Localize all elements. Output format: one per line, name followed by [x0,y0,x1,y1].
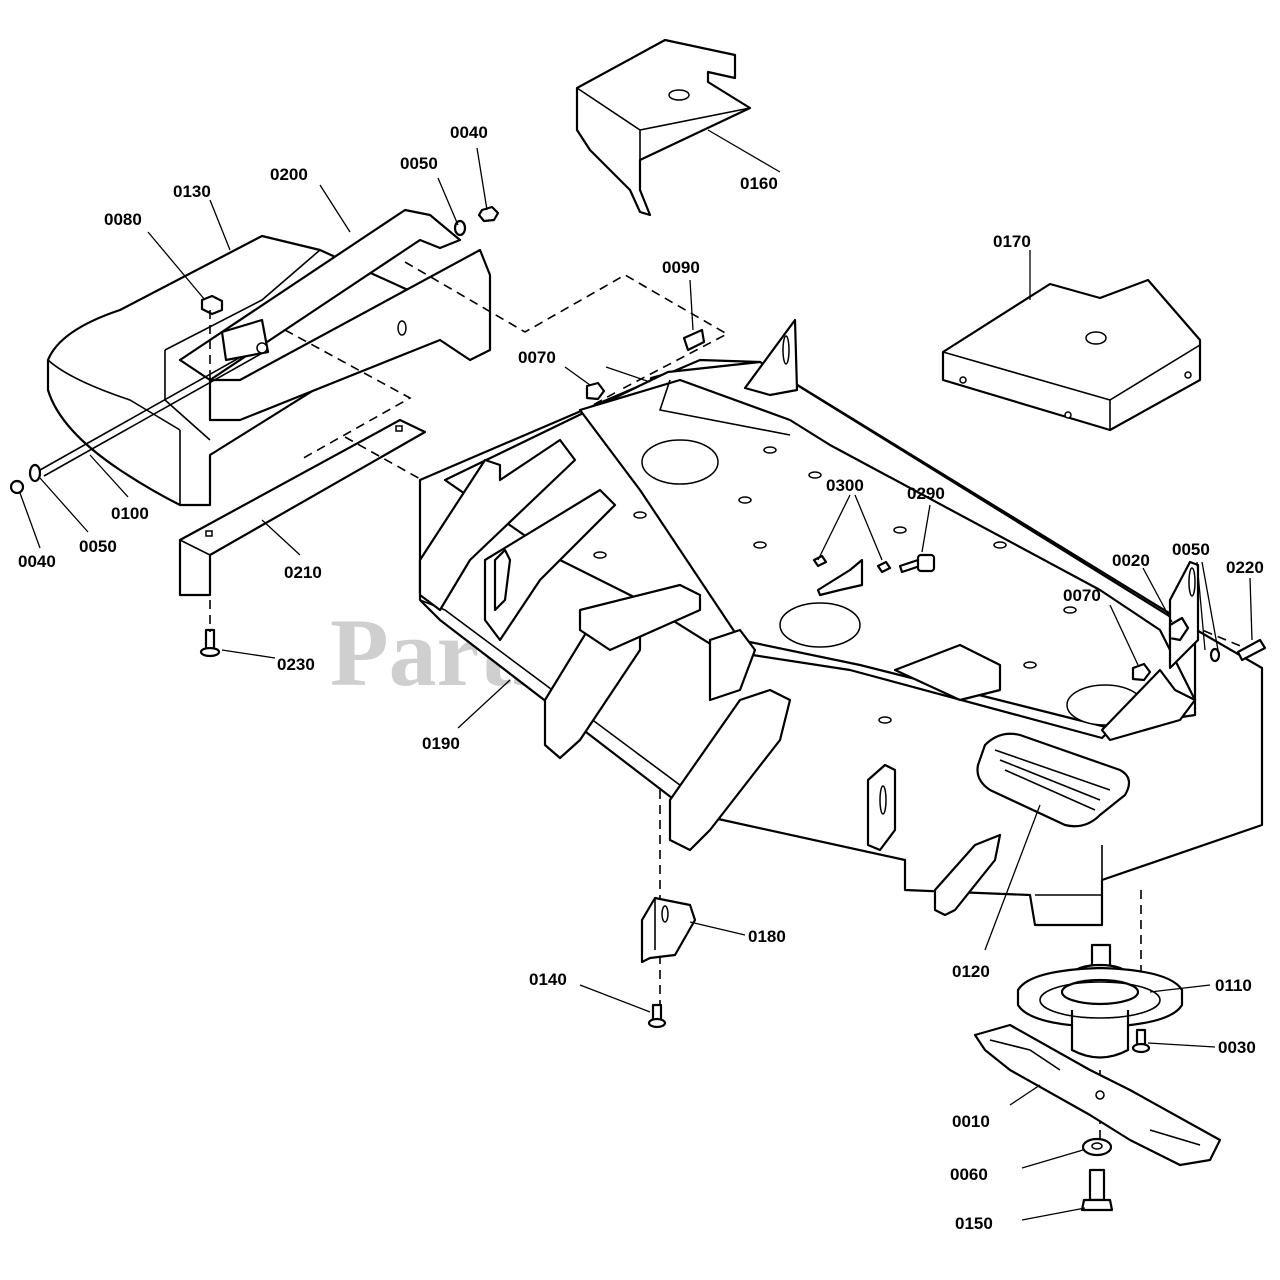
callout-0150[interactable]: 0150 [955,1214,993,1233]
part-0290-bolt[interactable] [898,553,936,574]
part-0190-deck-housing[interactable] [418,318,1264,927]
part-0170-shield[interactable] [941,278,1202,432]
part-0140-bolt[interactable] [647,1003,667,1029]
callout-0170[interactable]: 0170 [993,232,1031,251]
part-0050-washer-left[interactable] [28,463,42,483]
part-0080-nut[interactable] [200,294,224,316]
part-0230-bolt[interactable] [199,628,221,658]
callout-0010[interactable]: 0010 [952,1112,990,1131]
callout-0020[interactable]: 0020 [1112,551,1150,570]
part-0150-bolt[interactable] [1080,1168,1114,1212]
part-0180-bracket[interactable] [640,896,697,964]
part-0160-shield[interactable] [575,38,752,217]
part-0120-step-pad[interactable] [976,732,1131,828]
callout-0050-top[interactable]: 0050 [400,154,438,173]
callout-0050-right[interactable]: 0050 [1172,540,1210,559]
part-0130-discharge-chute[interactable] [46,234,432,507]
part-0070-nut-right[interactable] [1131,662,1152,682]
callout-0190[interactable]: 0190 [422,734,460,753]
part-0010-blade[interactable] [973,1023,1222,1167]
callout-0140[interactable]: 0140 [529,970,567,989]
callout-0300[interactable]: 0300 [826,476,864,495]
callout-0030[interactable]: 0030 [1218,1038,1256,1057]
part-0110-spindle[interactable] [1016,943,1184,1059]
callout-0180[interactable]: 0180 [748,927,786,946]
callout-0080[interactable]: 0080 [104,210,142,229]
callout-0050-left[interactable]: 0050 [79,537,117,556]
callout-0210[interactable]: 0210 [284,563,322,582]
callout-0040-top[interactable]: 0040 [450,123,488,142]
part-0040-nut-top[interactable] [477,205,500,223]
callout-0290[interactable]: 0290 [907,484,945,503]
callout-0070-right[interactable]: 0070 [1063,586,1101,605]
part-0300-bracket[interactable] [812,554,892,597]
callout-0230[interactable]: 0230 [277,655,315,674]
callout-0070-top[interactable]: 0070 [518,348,556,367]
callout-0200[interactable]: 0200 [270,165,308,184]
part-0040-nut-left[interactable] [9,479,25,495]
leader-lines [19,129,1253,1221]
callout-0100[interactable]: 0100 [111,504,149,523]
callout-labels: 0160 0040 0050 0200 0130 0080 0090 0070 … [18,123,1264,1233]
part-0100-rod[interactable] [39,318,270,477]
part-0060-washer[interactable] [1081,1137,1113,1157]
callout-0120[interactable]: 0120 [952,962,990,981]
callout-0130[interactable]: 0130 [173,182,211,201]
part-0030-bolt[interactable] [1131,1028,1151,1054]
part-0090-bolt[interactable] [682,328,706,352]
callout-0040-left[interactable]: 0040 [18,552,56,571]
part-0020-nut[interactable] [1168,616,1190,642]
callout-0220[interactable]: 0220 [1226,558,1264,577]
callout-0160[interactable]: 0160 [740,174,778,193]
callout-0090[interactable]: 0090 [662,258,700,277]
callout-0110[interactable]: 0110 [1215,976,1252,995]
part-0050-washer-right[interactable] [1209,647,1221,663]
callout-0060[interactable]: 0060 [950,1165,988,1184]
part-0220-bolt[interactable] [1236,638,1267,662]
